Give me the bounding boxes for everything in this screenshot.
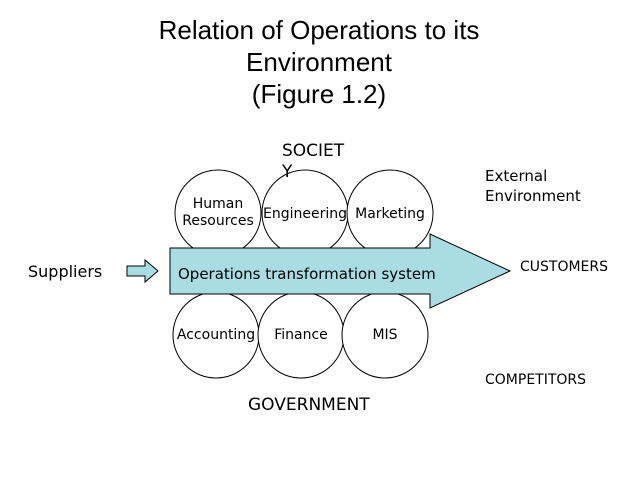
finance-label: Finance (274, 327, 328, 343)
society-line-1: SOCIET (282, 141, 345, 161)
external-environment-label: External Environment (485, 166, 581, 206)
slide-title: Relation of Operations to its Environmen… (0, 14, 638, 110)
transformation-label: Operations transformation system (178, 265, 436, 283)
accounting-label: Accounting (176, 327, 256, 343)
hr-line-1: Human (192, 196, 244, 212)
title-line-3: (Figure 1.2) (251, 79, 387, 109)
competitors-label: COMPETITORS (485, 372, 587, 388)
society-label: SOCIET Y (282, 141, 344, 183)
title-line-2: Environment (246, 47, 392, 77)
customers-label: CUSTOMERS (520, 259, 609, 275)
human-resources-label: Human Resources (175, 196, 261, 230)
suppliers-label: Suppliers (28, 262, 103, 281)
supplier-arrow (126, 258, 159, 284)
transformation-band (170, 248, 430, 294)
title-line-1: Relation of Operations to its (158, 15, 480, 45)
society-line-2: Y (282, 162, 293, 182)
hr-line-2: Resources (182, 213, 254, 229)
government-label: GOVERNMENT (248, 395, 370, 415)
marketing-label: Marketing (355, 206, 425, 222)
external-line-2: Environment (485, 187, 581, 205)
engineering-label: Engineering (263, 206, 347, 222)
external-line-1: External (485, 167, 548, 185)
mis-label: MIS (372, 327, 398, 343)
